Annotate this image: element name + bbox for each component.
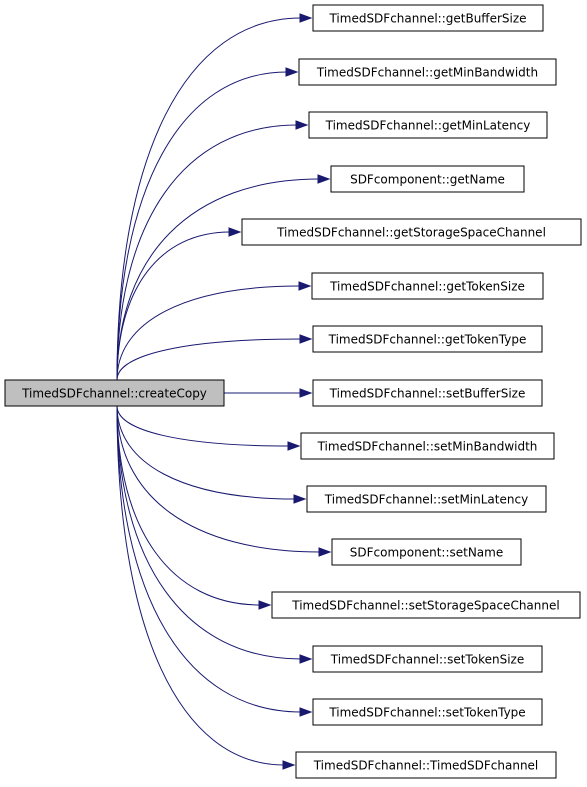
callee-label: TimedSDFchannel::setStorageSpaceChannel <box>291 599 559 613</box>
callee-label: TimedSDFchannel::getTokenType <box>328 333 527 347</box>
callee-box <box>300 432 555 460</box>
arrowhead <box>287 441 301 451</box>
callee-node-timedsdfchannel-setbuffersize[interactable]: TimedSDFchannel::setBufferSize <box>312 379 543 407</box>
call-edge-timedsdfchannel-getminlatency <box>116 124 298 381</box>
callee-box <box>330 165 525 193</box>
callee-node-timedsdfchannel-setminbandwidth[interactable]: TimedSDFchannel::setMinBandwidth <box>300 432 555 460</box>
callee-node-timedsdfchannel-getbuffersize[interactable]: TimedSDFchannel::getBufferSize <box>312 4 544 32</box>
callee-label: SDFcomponent::setName <box>350 546 503 560</box>
callee-label: TimedSDFchannel::getStorageSpaceChannel <box>276 226 546 240</box>
call-edge-timedsdfchannel-setstoragespacechannel <box>116 405 261 606</box>
callee-node-timedsdfchannel-setminlatency[interactable]: TimedSDFchannel::setMinLatency <box>306 485 547 513</box>
arrowhead <box>282 760 296 770</box>
call-edge-timedsdfchannel-settokensize <box>116 405 302 660</box>
callee-label: TimedSDFchannel::getTokenSize <box>329 280 525 294</box>
call-edge-timedsdfchannel-timedsdfchannel <box>116 405 285 766</box>
arrowhead <box>258 600 272 610</box>
arrowhead <box>299 388 313 398</box>
callee-node-sdfcomponent-getname[interactable]: SDFcomponent::getName <box>330 165 525 193</box>
callee-box <box>312 698 543 726</box>
callee-node-timedsdfchannel-gettokensize[interactable]: TimedSDFchannel::getTokenSize <box>311 272 544 300</box>
callee-node-timedsdfchannel-getminlatency[interactable]: TimedSDFchannel::getMinLatency <box>308 111 548 139</box>
call-edge-timedsdfchannel-getstoragespacechannel <box>116 231 231 381</box>
callee-label: TimedSDFchannel::setBufferSize <box>329 387 526 401</box>
arrowhead <box>299 13 313 23</box>
call-edge-sdfcomponent-getname <box>116 178 320 381</box>
callee-box <box>241 218 582 246</box>
call-edge-timedsdfchannel-getminbandwidth <box>116 71 288 381</box>
arrowhead <box>228 227 242 237</box>
callee-node-sdfcomponent-setname[interactable]: SDFcomponent::setName <box>331 538 522 566</box>
callee-label: SDFcomponent::getName <box>350 173 505 187</box>
call-edge-timedsdfchannel-gettokensize <box>116 285 301 381</box>
callee-box <box>312 645 543 673</box>
arrowhead <box>299 654 313 664</box>
arrowhead <box>299 707 313 717</box>
callee-label: TimedSDFchannel::setMinLatency <box>324 493 528 507</box>
callee-node-timedsdfchannel-getstoragespacechannel[interactable]: TimedSDFchannel::getStorageSpaceChannel <box>241 218 582 246</box>
callee-box <box>312 325 543 353</box>
call-edges <box>116 13 332 770</box>
callee-node-timedsdfchannel-timedsdfchannel[interactable]: TimedSDFchannel::TimedSDFchannel <box>295 751 557 779</box>
callee-box <box>312 4 544 32</box>
callee-node-timedsdfchannel-settokensize[interactable]: TimedSDFchannel::setTokenSize <box>312 645 543 673</box>
call-edge-timedsdfchannel-setminbandwidth <box>116 405 290 447</box>
callee-box <box>295 751 557 779</box>
call-edge-timedsdfchannel-settokentype <box>116 405 302 713</box>
call-edge-timedsdfchannel-setminlatency <box>116 405 296 500</box>
callee-node-timedsdfchannel-setstoragespacechannel[interactable]: TimedSDFchannel::setStorageSpaceChannel <box>271 591 581 619</box>
arrowhead <box>299 334 313 344</box>
callee-label: TimedSDFchannel::getBufferSize <box>328 12 526 26</box>
callee-label: TimedSDFchannel::setTokenType <box>328 706 525 720</box>
arrowhead <box>298 281 312 291</box>
callee-node-timedsdfchannel-getminbandwidth[interactable]: TimedSDFchannel::getMinBandwidth <box>298 58 557 86</box>
callee-box <box>308 111 548 139</box>
root-node[interactable]: TimedSDFchannel::createCopy <box>4 379 225 407</box>
root-node-label: TimedSDFchannel::createCopy <box>21 387 207 401</box>
callee-node-timedsdfchannel-gettokentype[interactable]: TimedSDFchannel::getTokenType <box>312 325 543 353</box>
callee-label: TimedSDFchannel::getMinBandwidth <box>316 66 538 80</box>
call-edge-timedsdfchannel-getbuffersize <box>116 17 302 381</box>
callee-label: TimedSDFchannel::getMinLatency <box>325 119 531 133</box>
arrowhead <box>295 120 309 130</box>
callee-box <box>271 591 581 619</box>
callee-box <box>311 272 544 300</box>
callee-box <box>331 538 522 566</box>
arrowhead <box>318 547 332 557</box>
callee-box <box>306 485 547 513</box>
arrowhead <box>317 174 331 184</box>
call-edge-sdfcomponent-setname <box>116 405 321 553</box>
callee-label: TimedSDFchannel::setTokenSize <box>330 653 524 667</box>
call-nodes: TimedSDFchannel::createCopy TimedSDFchan… <box>4 4 582 779</box>
callee-label: TimedSDFchannel::TimedSDFchannel <box>313 759 539 773</box>
call-edge-timedsdfchannel-gettokentype <box>116 338 302 381</box>
callee-label: TimedSDFchannel::setMinBandwidth <box>317 440 538 454</box>
arrowhead <box>293 494 307 504</box>
arrowhead <box>285 67 299 77</box>
callee-node-timedsdfchannel-settokentype[interactable]: TimedSDFchannel::setTokenType <box>312 698 543 726</box>
callee-box <box>298 58 557 86</box>
callee-box <box>312 379 543 407</box>
